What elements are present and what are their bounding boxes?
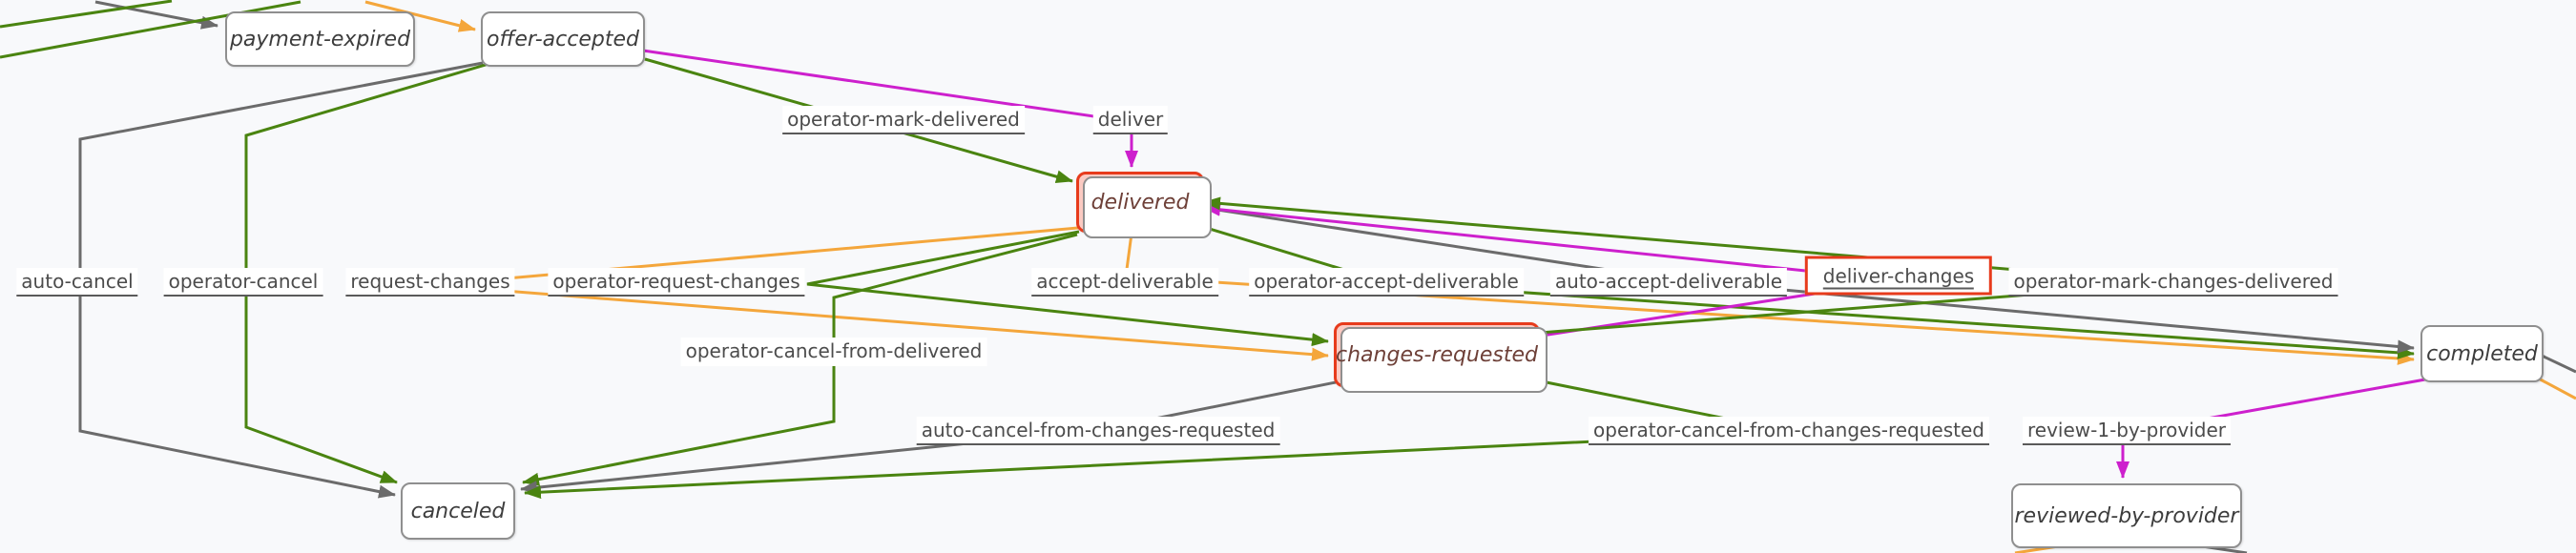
state-node-delivered: delivered: [1076, 172, 1212, 238]
state-node-payment-expired: payment-expired: [225, 11, 415, 67]
transition-label-operator-request-changes[interactable]: operator-request-changes: [548, 268, 805, 297]
state-node-reviewed-by-provider: reviewed-by-provider: [2011, 483, 2242, 548]
edge-deliver-changes-leg2: [1203, 202, 1816, 274]
state-node-completed: completed: [2420, 325, 2544, 382]
state-node-offer-accepted: offer-accepted: [481, 11, 645, 67]
transition-label-operator-mark-changes-delivered[interactable]: operator-mark-changes-delivered: [2008, 268, 2338, 297]
edge-completed-out-gray: [2539, 353, 2576, 374]
edge-into-offer-accepted: [364, 0, 476, 32]
transition-label-operator-cancel-from-delivered[interactable]: operator-cancel-from-delivered: [680, 338, 987, 366]
transition-label-auto-cancel-from-changes-requested[interactable]: auto-cancel-from-changes-requested: [916, 417, 1280, 445]
transition-label-deliver-changes-text: deliver-changes: [1822, 264, 1975, 290]
edge-completed-out-orange: [2534, 375, 2576, 400]
transition-label-review-1-by-provider[interactable]: review-1-by-provider: [2022, 417, 2232, 445]
edge-green-crop-b: [0, 0, 301, 59]
transition-label-request-changes[interactable]: request-changes: [345, 268, 515, 297]
edge-deliver-diagonal: [642, 49, 1108, 120]
transition-label-operator-cancel[interactable]: operator-cancel: [163, 268, 323, 297]
transition-label-operator-accept-deliverable[interactable]: operator-accept-deliverable: [1249, 268, 1524, 297]
edge-operator-request-changes: [806, 230, 1329, 347]
transition-label-accept-deliverable[interactable]: accept-deliverable: [1031, 268, 1218, 297]
transition-label-auto-accept-deliverable[interactable]: auto-accept-deliverable: [1549, 268, 1788, 297]
transition-label-operator-mark-delivered[interactable]: operator-mark-delivered: [782, 106, 1025, 134]
transition-label-deliver[interactable]: deliver: [1092, 106, 1169, 134]
edge-green-crop-a: [0, 0, 173, 29]
state-node-canceled: canceled: [401, 482, 515, 540]
edge-into-payment-expired: [94, 0, 218, 30]
transition-label-operator-cancel-from-changes-requested[interactable]: operator-cancel-from-changes-requested: [1589, 417, 1989, 445]
state-node-changes-requested: changes-requested: [1334, 322, 1548, 393]
transition-label-auto-cancel[interactable]: auto-cancel: [16, 268, 138, 297]
transition-label-deliver-changes-highlighted[interactable]: deliver-changes: [1804, 256, 1993, 296]
